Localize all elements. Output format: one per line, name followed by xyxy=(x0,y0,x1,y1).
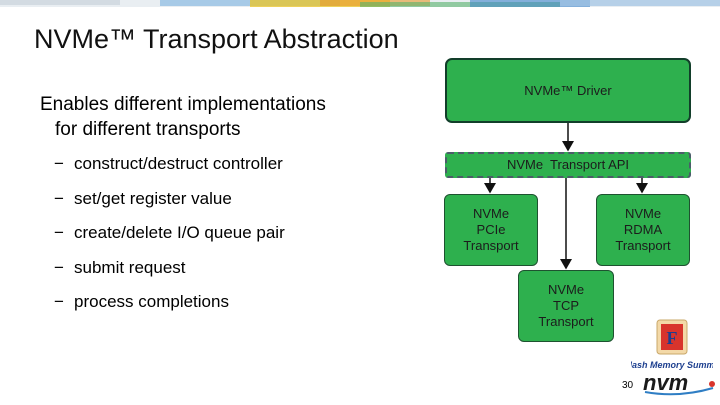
bullet-item: −process completions xyxy=(54,289,285,324)
pcie-line-2: PCIe xyxy=(476,222,506,237)
pcie-line-1: NVMe xyxy=(472,206,510,221)
tcp-line-2: TCP xyxy=(553,298,579,313)
decorative-top-stripe xyxy=(0,0,720,9)
rdma-line-3: Transport xyxy=(615,238,671,253)
pcie-transport-box: NVMe PCIe Transport xyxy=(444,194,538,266)
transport-api-label: NVMe Transport API xyxy=(506,157,630,172)
rdma-line-1: NVMe xyxy=(624,206,662,221)
slide-title: NVMe™ Transport Abstraction xyxy=(34,24,399,54)
bullet-marker: − xyxy=(54,257,64,277)
svg-text:Flash Memory Summit: Flash Memory Summit xyxy=(631,360,713,370)
nvme-driver-box: NVMe™ Driver xyxy=(445,58,691,123)
bullet-list: −construct/destruct controller −set/get … xyxy=(54,151,285,324)
bullet-text: submit request xyxy=(74,257,186,277)
bullet-marker: − xyxy=(54,188,64,208)
bullet-item: −create/delete I/O queue pair xyxy=(54,220,285,255)
bullet-item: −submit request xyxy=(54,255,285,290)
rdma-line-2: RDMA xyxy=(623,222,663,237)
intro-line-1: Enables different implementations xyxy=(40,94,326,115)
bullet-text: set/get register value xyxy=(74,188,232,208)
page-number: 30 xyxy=(622,380,634,391)
bullet-marker: − xyxy=(54,154,64,173)
bullet-item: −construct/destruct controller xyxy=(54,151,285,186)
rdma-transport-box: NVMe RDMA Transport xyxy=(596,194,690,266)
nvm-logo: nvm xyxy=(641,370,717,398)
pcie-line-3: Transport xyxy=(463,238,519,253)
bullet-text: process completions xyxy=(74,292,229,311)
bullet-text: construct/destruct controller xyxy=(74,154,283,173)
tcp-line-3: Transport xyxy=(538,314,594,329)
tcp-line-1: NVMe xyxy=(547,282,585,297)
svg-text:F: F xyxy=(667,328,678,348)
intro-line-2: for different transports xyxy=(55,119,241,140)
tcp-transport-box: NVMe TCP Transport xyxy=(518,270,614,342)
transport-api-box: NVMe Transport API xyxy=(445,152,691,178)
bullet-text: create/delete I/O queue pair xyxy=(74,223,285,242)
svg-text:nvm: nvm xyxy=(643,370,688,395)
bullet-marker: − xyxy=(54,292,64,311)
intro-text: Enables different implementations for di… xyxy=(40,92,400,142)
flash-memory-summit-logo: F Flash Memory Summit xyxy=(624,318,720,372)
bullet-item: −set/get register value xyxy=(54,186,285,221)
bullet-marker: − xyxy=(54,223,64,242)
nvme-driver-label: NVMe™ Driver xyxy=(524,82,612,98)
